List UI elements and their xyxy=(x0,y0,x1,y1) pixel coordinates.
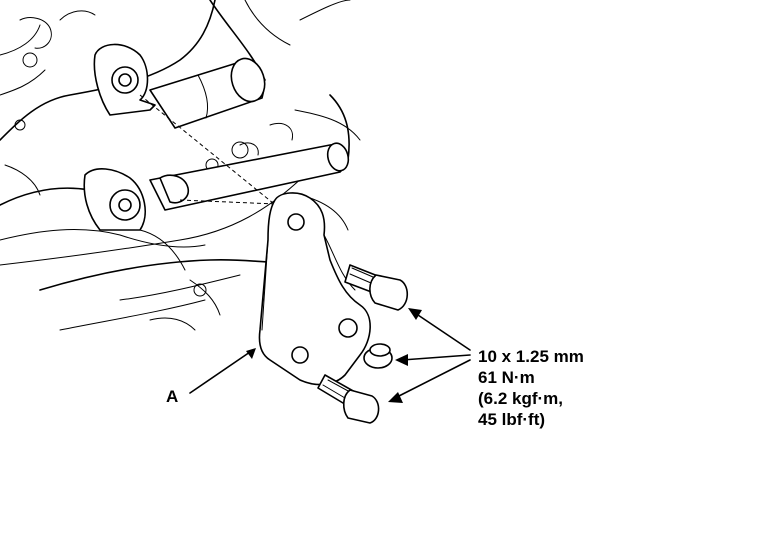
upper-shaft xyxy=(149,57,266,129)
label-a-arrow xyxy=(189,348,256,394)
spec-line-3: (6.2 kgf·m, xyxy=(478,389,563,408)
flange-nut xyxy=(363,343,393,369)
spec-line-1: 10 x 1.25 mm xyxy=(478,347,584,366)
upper-mount-ear xyxy=(93,43,156,116)
bracket-a xyxy=(258,192,371,386)
lower-shaft xyxy=(149,142,350,211)
spec-line-2: 61 N·m xyxy=(478,368,535,387)
upper-bolt xyxy=(344,264,409,311)
lower-bolt xyxy=(317,374,380,424)
engine-background-linework xyxy=(0,0,361,331)
spec-line-4: 45 lbf·ft) xyxy=(478,410,545,429)
spec-arrows xyxy=(388,308,471,403)
lower-mount-ear xyxy=(83,168,190,231)
label-a: A xyxy=(166,387,178,406)
torque-spec: 10 x 1.25 mm 61 N·m (6.2 kgf·m, 45 lbf·f… xyxy=(478,347,584,429)
